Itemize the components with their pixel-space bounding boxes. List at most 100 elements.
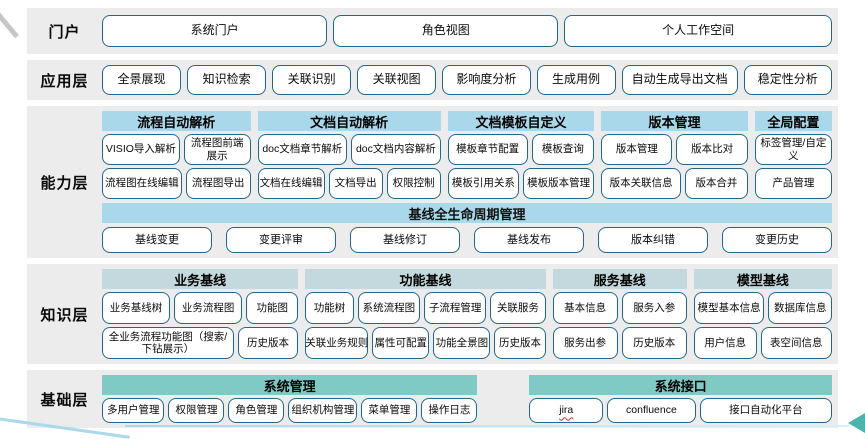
capability-box: 变更评审: [226, 227, 336, 253]
group-row: 功能树系统流程图子流程管理关联服务: [305, 292, 546, 324]
capability-group: 全局配置标签管理/自定义产品管理: [754, 111, 832, 199]
knowledge-box: 历史版本: [621, 327, 687, 359]
group-row: 关联业务规则属性可配置功能全景图历史版本: [305, 327, 546, 359]
group-header: 全局配置: [754, 111, 832, 131]
capability-box: 变更历史: [722, 227, 832, 253]
foundation-box: 操作日志: [421, 398, 478, 423]
knowledge-box: 用户信息: [693, 327, 757, 359]
baseline-button-row: 基线变更变更评审基线修订基线发布版本纠错变更历史: [102, 227, 832, 253]
layer-label-knowledge: 知识层: [40, 306, 89, 324]
capability-box: 版本比对: [676, 134, 748, 165]
group-row: 基本信息服务入参: [552, 292, 687, 324]
group-header: 流程自动解析: [102, 111, 251, 131]
group-row: 模型基本信息数据库信息: [693, 292, 832, 324]
knowledge-groups-row: 业务基线业务基线树业务流程图功能图全业务流程功能图（搜索/下钻展示）历史版本功能…: [102, 269, 832, 359]
layer-label-foundation: 基础层: [40, 391, 89, 409]
group-row: 标签管理/自定义: [754, 134, 832, 165]
knowledge-box: 系统流程图: [357, 292, 421, 324]
capability-group: 文档模板自定义模板章节配置模板查询模板引用关系模板版本管理: [447, 111, 595, 199]
capability-box: doc文档内容解析: [351, 134, 441, 165]
capability-box: 基线发布: [474, 227, 584, 253]
group-row: 版本关联信息版本合并: [601, 168, 748, 199]
knowledge-box: 数据库信息: [768, 292, 832, 324]
foundation-box: 接口自动化平台: [699, 398, 833, 423]
capability-group: 版本管理版本管理版本比对版本关联信息版本合并: [601, 111, 748, 199]
portal-box: 角色视图: [333, 15, 559, 47]
top-left-corner-decoration: [0, 2, 19, 39]
capability-box: 版本关联信息: [601, 168, 682, 199]
group-header: 系统管理: [102, 375, 478, 395]
group-header: 业务基线: [102, 269, 299, 289]
knowledge-box: 服务入参: [621, 292, 687, 324]
baseline-group-header: 基线全生命周期管理: [102, 203, 832, 223]
capability-box: 模板章节配置: [447, 134, 528, 165]
application-box: 生成用例: [536, 65, 616, 95]
application-box: 关联视图: [357, 65, 437, 95]
knowledge-box: 历史版本: [237, 327, 299, 359]
layer-band-portal: 门户 系统门户角色视图个人工作空间: [27, 8, 838, 54]
group-header: 模型基线: [693, 269, 832, 289]
knowledge-box: 属性可配置: [372, 327, 430, 359]
portal-box: 系统门户: [102, 15, 328, 47]
foundation-box: 菜单管理: [361, 398, 418, 423]
foundation-group: 系统管理多用户管理权限管理角色管理组织机构管理菜单管理操作日志: [102, 375, 478, 423]
layer-band-foundation: 基础层系统管理多用户管理权限管理角色管理组织机构管理菜单管理操作日志 系统接口 ji…: [27, 370, 838, 428]
misspelled-word: jira: [559, 404, 574, 417]
group-header: 功能基线: [305, 269, 546, 289]
layer-band-knowledge: 知识层业务基线业务基线树业务流程图功能图全业务流程功能图（搜索/下钻展示）历史版…: [27, 264, 838, 364]
foundation-box: jira: [529, 398, 604, 423]
application-box: 关联识别: [272, 65, 352, 95]
capability-box: 模板版本管理: [522, 168, 595, 199]
knowledge-group: 功能基线功能树系统流程图子流程管理关联服务关联业务规则属性可配置功能全景图历史版…: [305, 269, 546, 359]
knowledge-box: 服务出参: [552, 327, 618, 359]
foundation-box: 角色管理: [228, 398, 285, 423]
portal-box: 个人工作空间: [564, 15, 832, 47]
knowledge-box: 业务基线树: [102, 292, 171, 324]
knowledge-box: 功能全景图: [433, 327, 491, 359]
capability-box: 版本管理: [601, 134, 673, 165]
capability-box: 流程图导出: [185, 168, 251, 199]
capability-box: 权限控制: [386, 168, 441, 199]
capability-box: 模板引用关系: [447, 168, 519, 199]
application-box: 知识检索: [187, 65, 267, 95]
capability-box: 版本合并: [685, 168, 748, 199]
portal-button-row: 系统门户角色视图个人工作空间: [102, 15, 832, 47]
knowledge-box: 全业务流程功能图（搜索/下钻展示）: [102, 327, 234, 359]
group-header: 服务基线: [552, 269, 687, 289]
band-content-application: 全景展现知识检索关联识别关联视图影响度分析生成用例自动生成导出文档稳定性分析: [102, 60, 838, 100]
application-box: 稳定性分析: [743, 65, 832, 95]
band-content-portal: 系统门户角色视图个人工作空间: [102, 8, 838, 54]
left-arrow-icon: [848, 413, 865, 433]
knowledge-box: 功能树: [305, 292, 354, 324]
capability-box: doc文档章节解析: [257, 134, 348, 165]
group-row: 服务出参历史版本: [552, 327, 687, 359]
group-row: 业务基线树业务流程图功能图: [102, 292, 299, 324]
knowledge-box: 关联服务: [490, 292, 546, 324]
knowledge-box: 业务流程图: [174, 292, 243, 324]
group-header: 系统接口: [529, 375, 832, 395]
capability-box: 标签管理/自定义: [754, 134, 832, 165]
knowledge-box: 历史版本: [494, 327, 546, 359]
knowledge-box: 模型基本信息: [693, 292, 765, 324]
group-row: VISIO导入解析流程图前端展示: [102, 134, 251, 165]
knowledge-box: 关联业务规则: [305, 327, 368, 359]
knowledge-group: 服务基线基本信息服务入参服务出参历史版本: [552, 269, 687, 359]
group-header: 版本管理: [601, 111, 748, 131]
layer-label-portal: 门户: [48, 23, 81, 41]
group-header: 文档自动解析: [257, 111, 441, 131]
group-row: 模板引用关系模板版本管理: [447, 168, 595, 199]
knowledge-box: 功能图: [246, 292, 299, 324]
knowledge-box: 子流程管理: [424, 292, 487, 324]
band-content-knowledge: 业务基线业务基线树业务流程图功能图全业务流程功能图（搜索/下钻展示）历史版本功能…: [102, 264, 838, 364]
group-row: 全业务流程功能图（搜索/下钻展示）历史版本: [102, 327, 299, 359]
capability-box: 产品管理: [754, 168, 832, 199]
foundation-box: 权限管理: [168, 398, 225, 423]
